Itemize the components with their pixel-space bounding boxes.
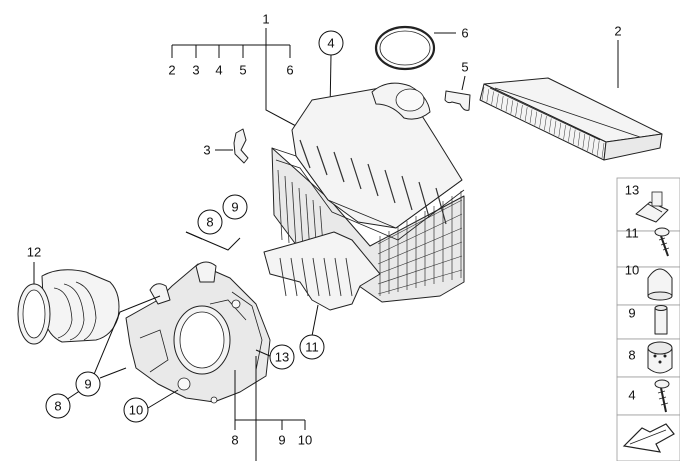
callout-5: 5 xyxy=(461,60,468,75)
callout-10a-circle xyxy=(123,397,149,423)
group-1-numbers: 2 3 4 5 6 xyxy=(168,63,293,78)
direction-arrow-icon xyxy=(622,423,675,453)
group-1-number: 5 xyxy=(239,63,246,78)
callout-9b-circle xyxy=(75,371,101,397)
callout-9a: 9 xyxy=(231,200,238,215)
legend-number: 9 xyxy=(628,306,635,321)
screw-icon xyxy=(654,227,670,257)
legend-number: 11 xyxy=(625,226,639,241)
callout-6: 6 xyxy=(461,26,468,41)
callout-1: 1 xyxy=(262,12,269,27)
callout-4: 4 xyxy=(327,36,334,51)
callout-10a: 10 xyxy=(129,403,143,418)
airbox-base-part xyxy=(125,261,271,404)
clip-nut-icon xyxy=(635,191,669,223)
callout-13-circle xyxy=(269,344,295,370)
bottom-9: 9 xyxy=(278,433,285,448)
callout-13: 13 xyxy=(275,350,289,365)
intake-hose-part xyxy=(17,269,120,345)
rubber-cap-icon xyxy=(647,268,673,301)
legend-number: 13 xyxy=(625,183,639,198)
callout-11-circle xyxy=(299,334,325,360)
clip-part xyxy=(444,90,471,111)
air-filter-housing-part xyxy=(271,82,465,303)
callout-8b: 8 xyxy=(54,399,61,414)
small-clip-part xyxy=(233,128,249,164)
group-1-number: 2 xyxy=(168,63,175,78)
legend-column: 13 11 10 9 8 4 xyxy=(616,177,680,461)
group-1-number: 6 xyxy=(286,63,293,78)
o-ring-part xyxy=(374,25,456,71)
callout-2: 2 xyxy=(614,24,621,39)
callout-9a-circle xyxy=(222,194,248,220)
callout-8a: 8 xyxy=(206,215,213,230)
bottom-10: 10 xyxy=(298,433,312,448)
group-1-number: 4 xyxy=(215,63,222,78)
callout-9b: 9 xyxy=(84,377,91,392)
bottom-bracket xyxy=(234,356,306,461)
grommet-icon xyxy=(647,341,673,374)
sleeve-icon xyxy=(654,305,668,335)
bottom-8: 8 xyxy=(231,433,238,448)
group-1-number: 3 xyxy=(192,63,199,78)
legend-number: 10 xyxy=(625,263,639,278)
callout-11: 11 xyxy=(305,340,319,355)
callout-12: 12 xyxy=(27,245,41,260)
callout-8a-circle xyxy=(197,209,223,235)
callout-3: 3 xyxy=(203,143,210,158)
legend-number: 4 xyxy=(628,388,635,403)
callout-8b-circle xyxy=(45,393,71,419)
legend-number: 8 xyxy=(628,348,635,363)
lower-duct-part xyxy=(263,231,381,337)
air-filter-part xyxy=(479,40,663,161)
group-1-bracket xyxy=(171,28,297,127)
self-tapping-screw-icon xyxy=(654,379,670,413)
